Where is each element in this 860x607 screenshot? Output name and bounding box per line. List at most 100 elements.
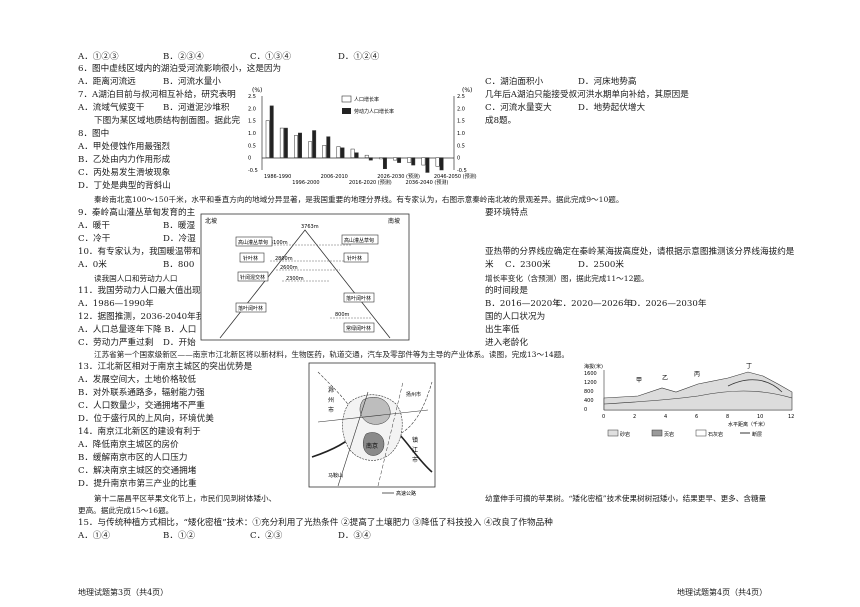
bar-pop-6 [350,148,355,158]
text-line-33: 米 [485,260,494,270]
text-line-9: 7．A湖泊目前与叔河相互补给，研究表明 [78,90,236,100]
text-line-2: C．①③④ [250,52,291,62]
text-line-46: A．人口总量逐年下降 B．人口 [78,325,197,335]
s-zone-0: 高山灌丛草甸 [344,237,374,244]
map-label-maanshan: 马鞍山 [328,472,343,479]
text-line-61: D．提升南京市第三产业的比重 [78,479,197,489]
text-line-48: C．劳动力严重过剩 [78,338,154,348]
text-line-35: D．2500米 [578,260,624,270]
text-line-44: 12．据图推测，2036-2040年我 [78,312,205,322]
section-x-tick-0: 0 [602,414,605,420]
text-line-29: 10．有专家认为，我国暖温带和 [78,247,201,257]
text-line-54: B．对外联系通路多，辐射能力强 [78,388,205,398]
bar-labor-9 [397,157,402,163]
text-line-50: 进入老龄化 [485,338,528,348]
period-label-2: 2006-2010 [321,174,348,180]
bar-pop-4 [322,145,327,158]
text-line-4: 6．图中虚线区域内的湖泊受河流影响很小，这是因为 [78,64,282,74]
text-line-8: D．河床地势高 [578,77,637,87]
y-tick-left-0: 2.5 [248,94,256,100]
text-line-55: C．人口数量少，交通拥堵不严重 [78,401,205,411]
text-line-57: 14．南京江北新区的建设有利于 [78,427,201,437]
section-x-tick-5: 10 [757,414,763,420]
period-label-3: 2016-2020 (预测) [349,179,392,186]
bar-labor-11 [425,157,430,173]
elev-s-0: 800m [335,312,350,318]
text-line-1: B．②③④ [163,52,204,62]
bar-pop-12 [435,157,440,167]
map-label-shi: 市 [328,406,334,414]
text-line-69: D．③④ [338,531,371,541]
population-growth-chart-svg: (%) (%) 2.52.01.51.00.50-0.5 2.52.01.51.… [248,87,477,186]
text-line-53: A．发展空间大，土地价格较低 [78,375,196,385]
period-label-5: 2036-2040 (预测) [406,179,449,186]
text-line-16: 成8题。 [485,116,517,126]
text-line-11: A．流域气候变干 [78,103,145,113]
text-line-34: C．2300米 [505,260,551,270]
text-line-0: A．①②③ [78,52,119,62]
bar-labor-7 [368,157,373,161]
section-point-jia: 甲 [636,377,642,384]
section-x-tick-6: 12 [788,414,794,420]
nanjing-map: 滁 州 市 扬州市 镇 江 市 南京 马鞍山 高速公路 [308,362,436,500]
bar-pop-7 [364,154,369,158]
text-line-37: 增长率变化（含预测）图，据此完成11～12题。 [485,274,649,283]
s-zone-2: 落叶阔叶林 [346,295,371,302]
text-line-51: 江苏省第一个国家级新区——南京市江北新区将以新材料，生物医药，轨道交通，汽车及零… [94,350,569,359]
bar-labor-2 [298,132,302,158]
text-line-21: D．丁处是典型的背斜山 [78,181,171,191]
map-label-chu: 滁 [328,386,334,394]
y-tick-right-4: 0.5 [457,143,465,149]
text-line-38: 11．我国劳动力人口最大值出现 [78,286,201,296]
section-point-bing: 丙 [694,371,700,378]
text-line-68: C．②③ [250,531,283,541]
label-south-slope: 南坡 [388,217,400,225]
y-tick-right-0: 2.5 [457,94,465,100]
text-line-26: B．暖湿 [163,221,196,231]
text-line-36: 读我国人口和劳动力人口 [94,274,178,283]
map-legend-highway: 高速公路 [396,490,416,497]
section-point-ding: 丁 [746,363,752,370]
text-line-14: D．地势起伏增大 [578,103,646,113]
text-line-17: 8．图中 [78,129,110,139]
section-y-tick-1: 1200 [584,380,597,386]
period-label-1: 1996-2000 [292,180,319,186]
y-tick-left-4: 0.5 [248,143,256,149]
bar-labor-12 [439,157,444,171]
text-line-7: C．湖泊面积小 [485,77,544,87]
text-line-58: A．降低南京主城区的房价 [78,440,179,450]
legend-swatch-labor [342,108,351,114]
y-tick-right-6: -0.5 [457,168,467,174]
bar-pop-10 [407,157,412,163]
text-line-24: 要环境特点 [485,208,528,218]
y-tick-right-2: 1.5 [457,119,465,125]
map-label-zhou: 州 [328,397,334,404]
y-tick-right-1: 2.0 [457,106,465,112]
bar-pop-8 [378,157,383,160]
text-line-27: C．冷干 [78,234,111,244]
footer-right: 地理试题第4页（共4页） [677,588,768,597]
text-line-18: A．甲处侵蚀作用最强烈 [78,142,171,152]
qinling-slope-svg: 北坡 南坡 3763m 3100m 2800m 2600m 2300m 800m… [200,213,410,341]
text-line-40: A．1986—1990年 [78,299,154,309]
text-line-31: A．0米 [78,260,107,270]
text-line-13: C．河流水量变大 [485,103,552,113]
elev-n-3: 2300m [286,276,304,282]
legend-pop: 人口增长率 [354,96,379,103]
section-point-yi: 乙 [662,375,668,382]
y-tick-right-5: 0 [457,156,460,162]
text-line-10: 几年后A湖泊只能接受叔河洪水期单向补给，其原因是 [485,90,689,100]
text-line-28: D．冷湿 [163,234,196,244]
label-north-slope: 北坡 [205,217,217,225]
section-y-tick-3: 400 [584,398,594,404]
bar-labor-1 [283,127,288,158]
text-line-6: B．河流水量小 [163,77,221,87]
s-zone-3: 常绿阔叶林 [346,325,371,332]
text-line-19: B．乙处由内力作用形成 [78,155,171,165]
y-tick-right-3: 1.0 [457,131,465,137]
bar-labor-0 [269,105,274,158]
bar-pop-1 [279,127,284,158]
text-line-67: B．①② [163,531,196,541]
